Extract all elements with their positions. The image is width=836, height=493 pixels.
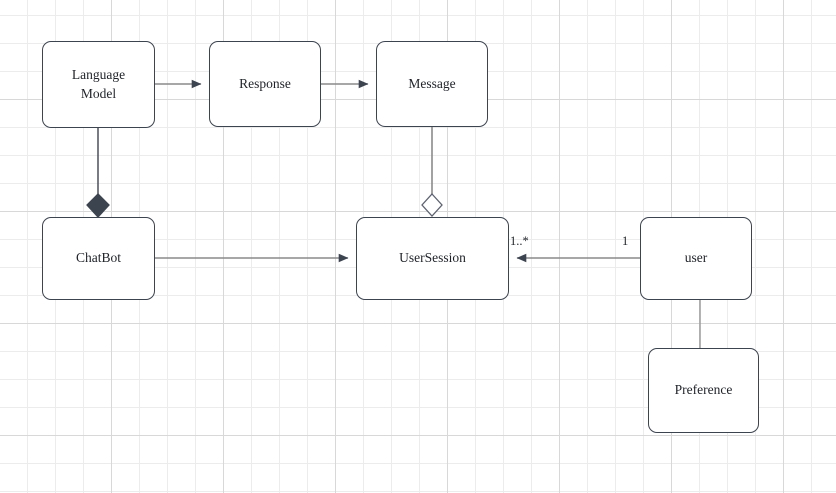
filled-diamond-marker	[86, 193, 110, 218]
node-label-chatbot: ChatBot	[75, 250, 121, 266]
node-message[interactable]: Message	[376, 41, 488, 127]
node-preference[interactable]: Preference	[648, 348, 759, 433]
node-response[interactable]: Response	[209, 41, 321, 127]
edge-language-model-to-chatbot	[86, 128, 110, 218]
node-usersession[interactable]: UserSession	[356, 217, 509, 300]
node-label-message: Message	[408, 75, 456, 91]
node-label-usersession: UserSession	[399, 250, 466, 266]
hollow-diamond-marker	[421, 193, 443, 217]
node-label-user: user	[684, 250, 708, 266]
node-label-preference: Preference	[674, 382, 733, 398]
multiplicity-label-usersession: 1..*	[510, 234, 529, 248]
edge-message-to-usersession	[421, 127, 443, 217]
node-user[interactable]: user	[640, 217, 752, 300]
node-chatbot[interactable]: ChatBot	[42, 217, 155, 300]
node-label-response: Response	[239, 75, 291, 91]
node-language-model[interactable]: Language Model	[42, 41, 155, 128]
multiplicity-label-user: 1	[622, 234, 629, 248]
node-label-language-model: Language Model	[71, 67, 126, 101]
